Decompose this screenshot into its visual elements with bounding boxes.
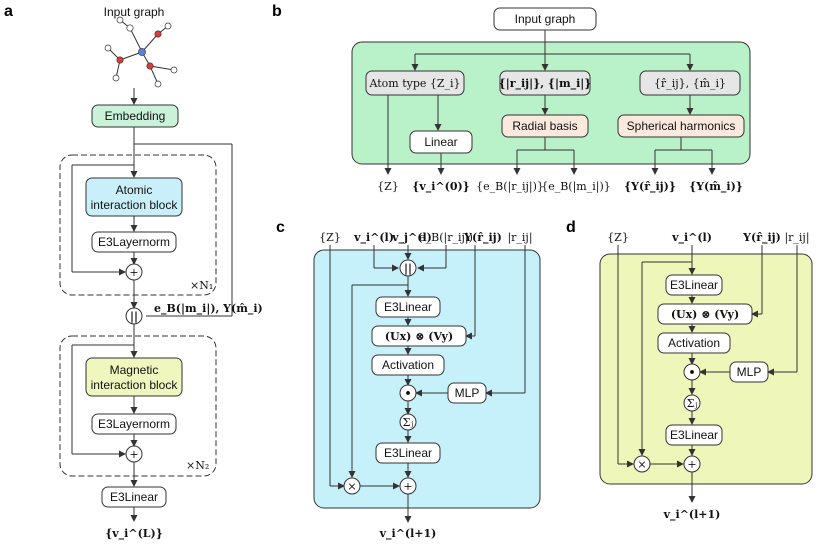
directions-label: {r̂_ij}, {m̂_i} — [654, 77, 726, 90]
repeat-n2-label: ×N₂ — [186, 459, 209, 472]
d-plus-symbol: + — [687, 458, 696, 471]
panel-b-input-graph-label: Input graph — [515, 12, 576, 26]
c-e3linear-2-label: E3Linear — [384, 446, 432, 460]
out-eb-m-label: {e_B(|m_i|)} — [541, 180, 611, 194]
d-tensor-label: (Ux) ⊗ (Vy) — [671, 308, 739, 321]
panel-d-letter: d — [566, 219, 576, 236]
d-dot-symbol: • — [688, 366, 695, 379]
d-in-z: {Z} — [607, 231, 629, 244]
d-in-vi: v_i^(l) — [671, 231, 712, 245]
embedding-label: Embedding — [105, 109, 166, 123]
d-in-r: |r_ij| — [784, 231, 809, 245]
c-in-y: Y(r̂_ij) — [463, 231, 502, 245]
out-y-r-label: {Y(r̂_ij)} — [624, 180, 676, 194]
out-eb-r-label: {e_B(|r_ij|)} — [476, 180, 544, 194]
panel-a-letter: a — [4, 3, 13, 20]
c-sum-symbol: Σⱼ — [403, 416, 414, 429]
magnetic-block-line1: Magnetic — [110, 363, 159, 377]
c-output: v_i^(l+1) — [379, 527, 437, 541]
c-activation-label: Activation — [382, 358, 434, 372]
panel-d-background — [599, 253, 813, 485]
magnetic-repeat-region — [59, 335, 217, 477]
c-tensor-label: (Ux) ⊗ (Vy) — [385, 330, 453, 343]
c-e3linear-1-label: E3Linear — [384, 300, 432, 314]
c-in-r: |r_ij| — [507, 231, 532, 245]
c-plus-symbol: + — [403, 480, 412, 493]
d-output: v_i^(l+1) — [663, 508, 721, 522]
norms-label: {|r_ij|}, {|m_i|} — [499, 77, 592, 91]
d-e3linear-2-label: E3Linear — [670, 428, 718, 442]
input-graph-icon — [104, 16, 178, 88]
embedding-box — [91, 104, 179, 128]
c-concat-symbol: || — [404, 262, 412, 275]
d-tensor-box — [657, 303, 753, 325]
concat-a-symbol: || — [130, 310, 138, 323]
e3linear-a-label: E3Linear — [110, 490, 158, 504]
d-in-y: Y(r̂_ij) — [742, 231, 781, 245]
c-in-vi: v_i^(l) — [353, 231, 394, 245]
magnetic-block-line2: interaction block — [91, 378, 179, 392]
atom-type-box — [365, 70, 465, 96]
d-times-symbol: × — [637, 458, 646, 471]
add-2-symbol: + — [129, 448, 138, 461]
panel-c-background — [313, 249, 541, 509]
d-e3linear-2-box — [665, 424, 723, 446]
c-in-vj: v_j^(l) — [391, 231, 432, 245]
d-e3linear-1-box — [665, 274, 723, 296]
repeat-n1-label: ×N₁ — [190, 279, 213, 292]
panel-b-letter: b — [272, 3, 282, 20]
atomic-block-line2: interaction block — [91, 198, 179, 212]
concat-side-label: e_B(|m_i|), Y(m̂_i) — [154, 302, 263, 316]
atomic-repeat-region — [59, 154, 217, 296]
panel-a-input-graph-label: Input graph — [104, 5, 165, 19]
panel-a-output: {v_i^(L)} — [105, 527, 163, 541]
c-mlp-label: MLP — [455, 386, 480, 400]
panel-c-letter: c — [276, 219, 285, 236]
c-in-z: {Z} — [319, 231, 341, 244]
d-sum-symbol: Σⱼ — [687, 397, 698, 410]
e3layernorm-2-label: E3Layernorm — [98, 417, 170, 431]
d-activation-label: Activation — [668, 336, 720, 350]
c-tensor-box — [371, 325, 467, 347]
d-e3linear-1-label: E3Linear — [670, 278, 718, 292]
d-mlp-label: MLP — [737, 365, 762, 379]
e3layernorm-1-label: E3Layernorm — [98, 235, 170, 249]
c-dot-symbol: • — [404, 387, 411, 400]
out-v0-label: {v_i^(0)} — [412, 180, 470, 194]
add-1-symbol: + — [129, 266, 138, 279]
out-y-m-label: {Y(m̂_i)} — [689, 180, 743, 194]
c-in-eb: e_B(|r_ij|) — [419, 231, 473, 245]
out-z-label: {Z} — [377, 180, 399, 193]
d-activation-box — [657, 332, 731, 354]
radial-basis-label: Radial basis — [512, 119, 577, 133]
spherical-harmonics-label: Spherical harmonics — [627, 119, 736, 133]
linear-label: Linear — [424, 135, 457, 149]
atom-type-label: Atom type {Z_i} — [368, 77, 460, 90]
atomic-block-line1: Atomic — [116, 183, 153, 197]
c-times-symbol: × — [347, 480, 356, 493]
